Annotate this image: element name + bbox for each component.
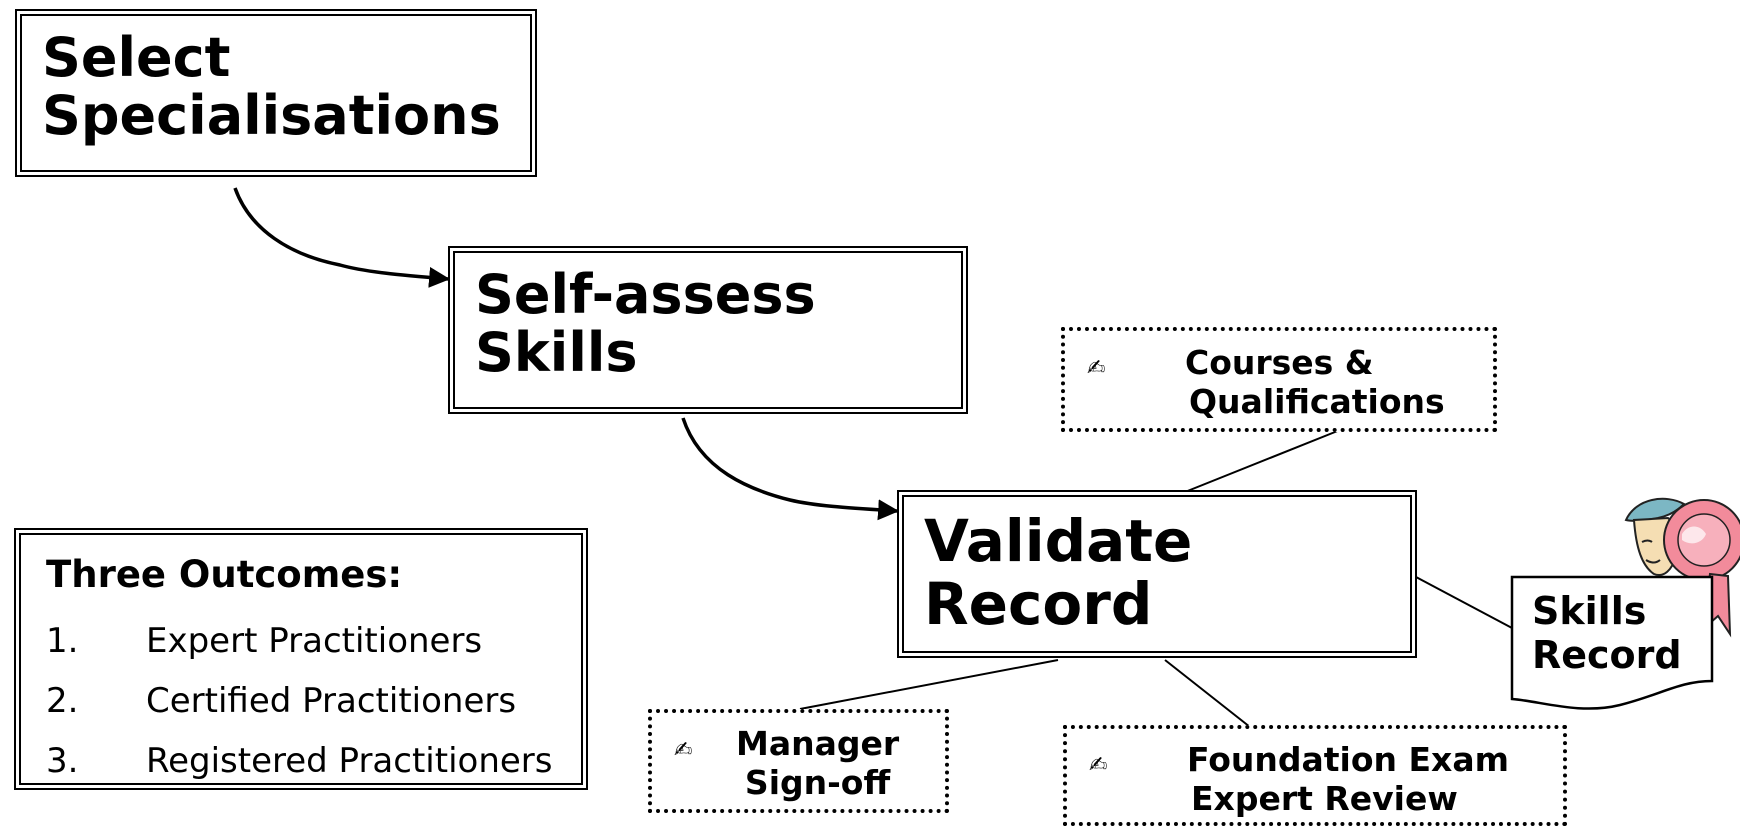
skills-record-line1: Skills: [1532, 589, 1647, 633]
evidence-exam-line1: Foundation Exam: [1187, 740, 1509, 779]
evidence-exam-line2: Expert Review: [1191, 778, 1458, 818]
arrow-select-to-self-assess: [233, 187, 451, 288]
outcome-number: 3.: [46, 741, 79, 781]
pen-icon: ✍: [1089, 753, 1108, 778]
evidence-manager-signoff: ✍ Manager Sign-off: [648, 709, 949, 813]
step-select-line2: Specialisations: [42, 84, 501, 148]
connector-exam: [1164, 659, 1251, 728]
evidence-manager-line1: Manager: [736, 724, 900, 763]
step-self-assess-line1: Self-assess: [475, 263, 816, 326]
step-validate-label: Validate Record: [924, 510, 1192, 635]
evidence-courses-line2: Qualifications: [1189, 381, 1445, 421]
step-self-assess-label: Self-assess Skills: [475, 263, 816, 385]
evidence-courses-label: Courses & Qualifications: [1185, 343, 1445, 422]
connector-skills-record: [1415, 576, 1513, 629]
document-icon: [1510, 575, 1714, 710]
outcome-text: Certified Practitioners: [146, 681, 517, 721]
evidence-foundation-exam: ✍ Foundation Exam Expert Review: [1063, 725, 1567, 826]
step-select-line1: Select: [42, 26, 231, 89]
outcomes-title: Three Outcomes:: [46, 553, 403, 596]
evidence-courses-line1: Courses &: [1185, 343, 1374, 382]
step-self-assess-line2: Skills: [475, 321, 638, 385]
skills-record-line2: Record: [1532, 633, 1682, 678]
skills-record-label: Skills Record: [1532, 589, 1682, 678]
evidence-manager-line2: Sign-off: [744, 762, 891, 802]
pen-icon: ✍: [674, 738, 693, 763]
step-validate-line2: Record: [924, 569, 1153, 638]
outcome-text: Expert Practitioners: [146, 621, 483, 661]
pen-icon: ✍: [1087, 356, 1106, 381]
outcomes-box: Three Outcomes: 1. Expert Practitioners …: [14, 528, 588, 790]
connector-courses: [1179, 429, 1341, 495]
outcome-number: 2.: [46, 681, 79, 721]
step-validate-line1: Validate: [924, 507, 1193, 575]
evidence-exam-label: Foundation Exam Expert Review: [1187, 740, 1509, 819]
arrow-self-assess-to-validate: [681, 417, 900, 521]
step-validate-record: Validate Record: [897, 490, 1417, 658]
evidence-manager-label: Manager Sign-off: [736, 724, 900, 803]
step-select-label: Select Specialisations: [42, 26, 501, 148]
connector-manager: [799, 659, 1059, 710]
outcome-text: Registered Practitioners: [146, 741, 553, 781]
step-select-specialisations: Select Specialisations: [15, 9, 537, 177]
evidence-courses-qualifications: ✍ Courses & Qualifications: [1061, 327, 1497, 432]
step-self-assess-skills: Self-assess Skills: [448, 246, 968, 414]
outcome-number: 1.: [46, 621, 79, 661]
